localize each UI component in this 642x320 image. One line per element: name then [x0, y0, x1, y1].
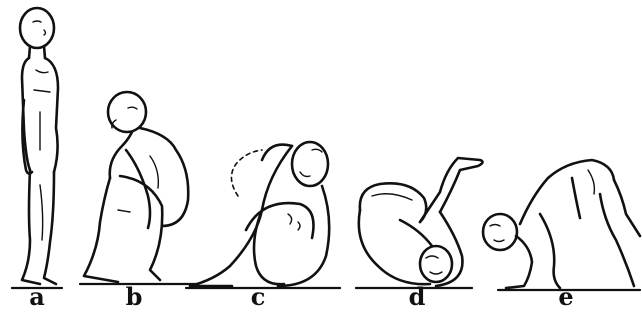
figure-a-standing: [12, 8, 62, 288]
figure-d-backward-roll: [356, 158, 483, 288]
figure-c-tuck-roll: [186, 142, 340, 288]
figure-b-squatting: [80, 92, 196, 284]
label-d: d: [405, 282, 429, 312]
label-c: c: [246, 282, 270, 312]
label-b: b: [122, 282, 146, 312]
label-e: e: [554, 282, 578, 312]
figure-e-hands-and-feet: [483, 160, 640, 290]
label-a: a: [25, 282, 49, 312]
